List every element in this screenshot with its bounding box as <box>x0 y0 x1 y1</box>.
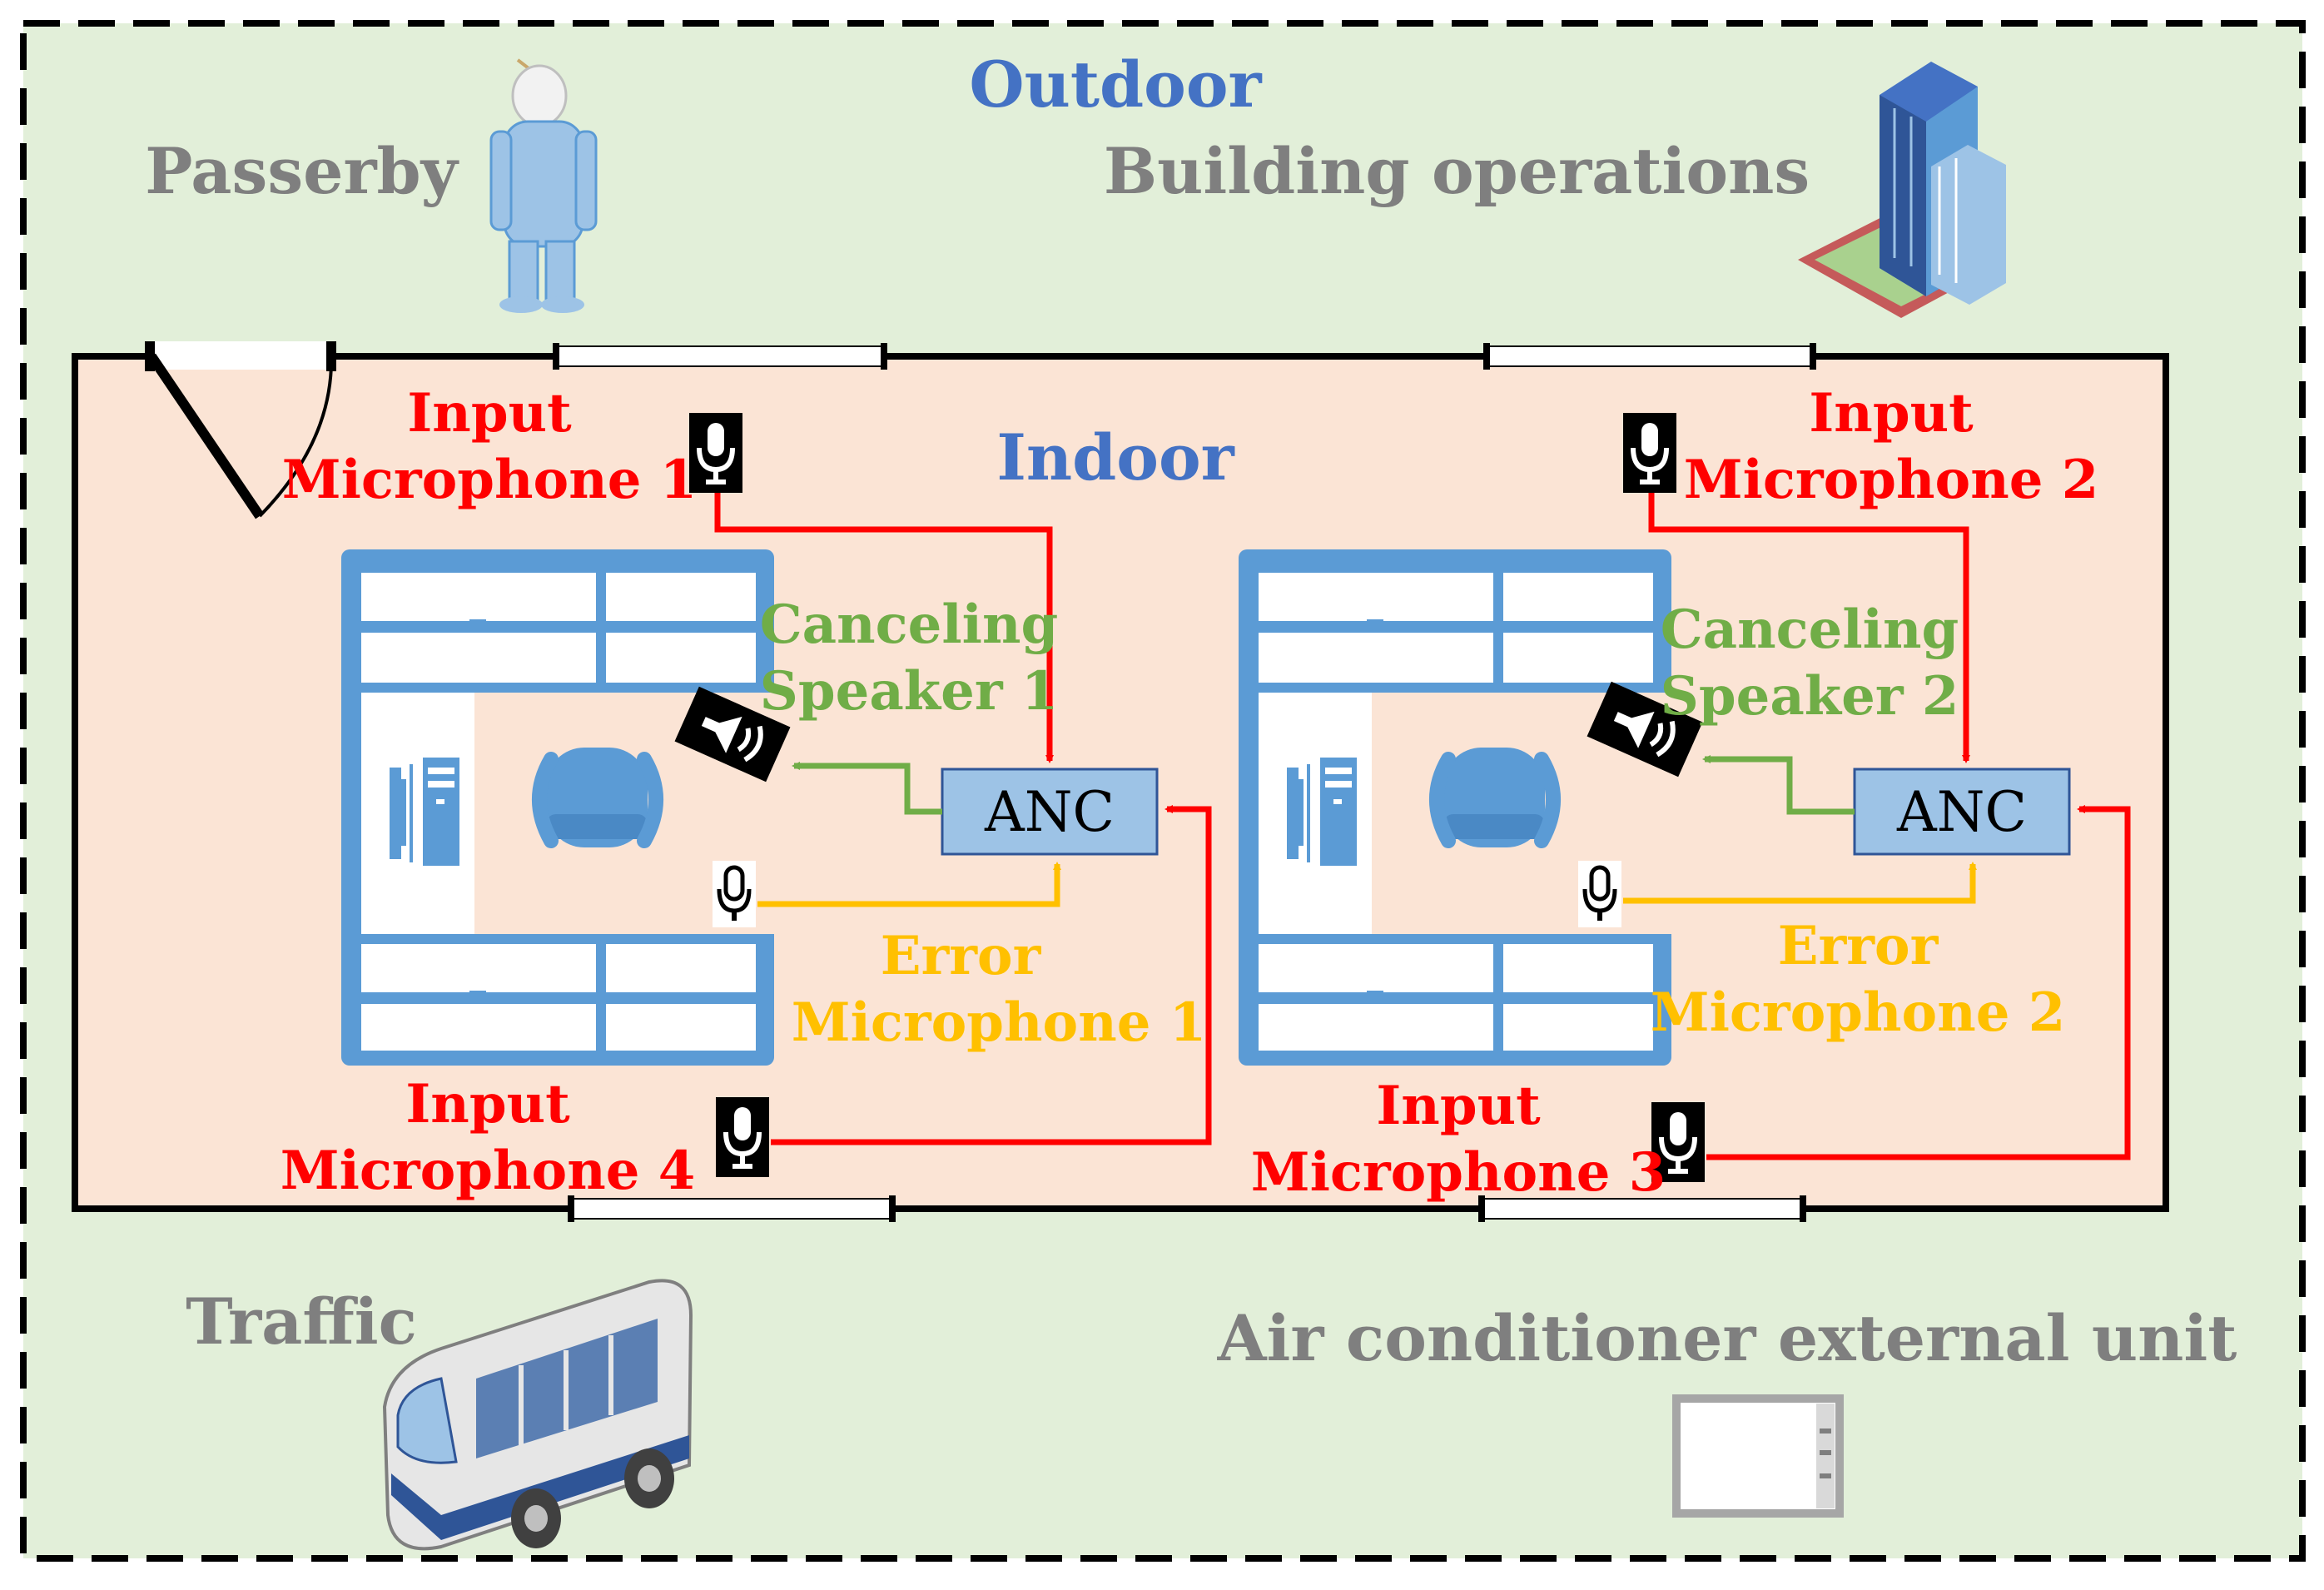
input-microphone-4-label-line2: Microphone 4 <box>281 1140 696 1202</box>
input-microphone-1-label-line2: Microphone 1 <box>282 449 698 511</box>
input-microphone-2-label-line2: Microphone 2 <box>1684 449 2099 511</box>
window-bottom-left <box>568 1195 896 1222</box>
workstation-right <box>1239 549 1671 1066</box>
ac-unit-label: Air conditioner external unit <box>1217 1301 2237 1375</box>
input-4-signal-line <box>771 805 1212 1145</box>
building-icon <box>1798 62 2006 318</box>
input-microphone-3-label-line2: Microphone 3 <box>1251 1141 1666 1204</box>
canceling-1-signal-line <box>792 762 942 815</box>
input-microphone-1-label-line1: Input <box>407 382 572 445</box>
canceling-speaker-2-label-line2: Speaker 2 <box>1661 665 1959 728</box>
input-3-signal-line <box>1706 805 2131 1160</box>
canceling-speaker-1-label-line1: Canceling <box>760 594 1059 656</box>
input-2-signal-line <box>1648 493 1970 763</box>
anc-box-2[interactable] <box>1853 768 2071 856</box>
door <box>145 341 336 519</box>
canceling-speaker-2-label-line1: Canceling <box>1661 599 1959 661</box>
passerby-label: Passerby <box>145 134 459 208</box>
indoor-title: Indoor <box>996 420 1234 494</box>
error-2-signal-line <box>1623 862 1977 904</box>
error-microphone-2-label-line2: Microphone 2 <box>1651 981 2066 1044</box>
input-microphone-4-icon <box>716 1097 769 1177</box>
window-bottom-right <box>1478 1195 1806 1222</box>
input-microphone-4-label-line1: Input <box>405 1073 570 1135</box>
workstation-left <box>341 549 774 1066</box>
canceling-2-signal-line <box>1702 755 1855 815</box>
canceling-speaker-1-label-line2: Speaker 1 <box>760 660 1059 723</box>
input-1-signal-line <box>714 493 1054 763</box>
error-microphone-1-label-line2: Microphone 1 <box>792 991 1207 1054</box>
window-top-left <box>553 343 887 370</box>
error-microphone-1-icon <box>713 861 756 927</box>
error-microphone-2-label-line1: Error <box>1778 915 1939 977</box>
error-1-signal-line <box>757 862 1061 907</box>
building-operations-label: Building operations <box>1104 134 1810 208</box>
error-microphone-2-icon <box>1578 861 1621 927</box>
anc-box-2-label: ANC <box>1896 780 2027 844</box>
traffic-label: Traffic <box>186 1284 417 1359</box>
ac-unit-icon <box>1672 1394 1844 1518</box>
passerby-person-icon <box>489 58 598 313</box>
input-microphone-1-icon <box>689 413 742 493</box>
outdoor-title: Outdoor <box>969 47 1262 122</box>
input-microphone-2-icon <box>1623 413 1676 493</box>
input-microphone-2-label-line1: Input <box>1809 382 1974 445</box>
input-microphone-3-label-line1: Input <box>1376 1075 1541 1137</box>
error-microphone-1-label-line1: Error <box>881 925 1042 987</box>
anc-box-1-label: ANC <box>984 780 1115 844</box>
bus-icon <box>382 1279 693 1551</box>
window-top-right <box>1483 343 1816 370</box>
